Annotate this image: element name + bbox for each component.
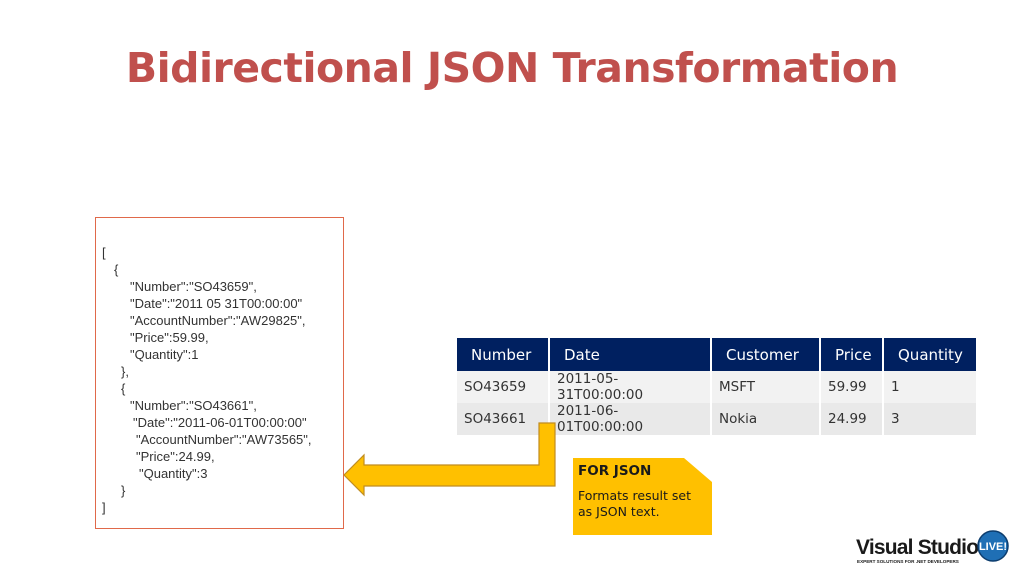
arrow-left-icon (343, 422, 556, 497)
logo-tagline: EXPERT SOLUTIONS FOR .NET DEVELOPERS (857, 559, 959, 564)
json-line: "Quantity":3 (139, 466, 208, 481)
cell-number: SO43661 (457, 403, 550, 435)
json-line: "Number":"SO43659", (130, 279, 257, 294)
json-line: "Date":"2011 05 31T00:00:00" (130, 296, 303, 311)
column-header-quantity: Quantity (883, 338, 976, 371)
column-header-date: Date (549, 338, 712, 371)
callout: FOR JSON Formats result set as JSON text… (578, 463, 708, 520)
json-line: }, (121, 364, 129, 379)
json-line: "Date":"2011-06-01T00:00:00" (133, 415, 307, 430)
cell-customer: MSFT (711, 371, 821, 403)
json-line: [ (102, 245, 106, 260)
callout-title: FOR JSON (578, 463, 652, 479)
cell-number: SO43659 (457, 371, 550, 403)
json-text-box: [ { "Number":"SO43659", "Date":"2011 05 … (95, 217, 344, 529)
json-line: { (121, 381, 126, 396)
logo-brand: Visual Studio (856, 536, 978, 559)
cell-quantity: 1 (883, 371, 976, 403)
live-badge-icon (977, 530, 1009, 562)
cell-customer: Nokia (711, 403, 821, 435)
column-header-customer: Customer (711, 338, 821, 371)
cell-price: 24.99 (820, 403, 884, 435)
cell-date: 2011-06-01T00:00:00 (549, 403, 712, 435)
table-row: SO43659 2011-05-31T00:00:00 MSFT 59.99 1 (457, 371, 976, 403)
json-line: "Quantity":1 (130, 347, 199, 362)
cell-date: 2011-05-31T00:00:00 (549, 371, 712, 403)
table-row: SO43661 2011-06-01T00:00:00 Nokia 24.99 … (457, 403, 976, 435)
json-line: ] (102, 500, 106, 515)
json-line: "Number":"SO43661", (130, 398, 257, 413)
json-line: "Price":59.99, (130, 330, 209, 345)
json-line: "AccountNumber":"AW29825", (130, 313, 306, 328)
logo-badge: LIVE! (979, 541, 1007, 553)
cell-quantity: 3 (883, 403, 976, 435)
column-header-number: Number (457, 338, 550, 371)
callout-shape (573, 458, 712, 535)
callout-description: Formats result set as JSON text. (578, 488, 691, 519)
result-table: Number Date Customer Price Quantity SO43… (457, 338, 976, 435)
table-header-row: Number Date Customer Price Quantity (457, 338, 976, 371)
visual-studio-live-logo: Visual Studio EXPERT SOLUTIONS FOR .NET … (856, 530, 1009, 564)
json-line: "AccountNumber":"AW73565", (136, 432, 312, 447)
slide-title: Bidirectional JSON Transformation (125, 44, 899, 92)
cell-price: 59.99 (820, 371, 884, 403)
json-line: { (114, 262, 119, 277)
json-line: "Price":24.99, (136, 449, 215, 464)
json-line: } (121, 483, 126, 498)
column-header-price: Price (820, 338, 884, 371)
